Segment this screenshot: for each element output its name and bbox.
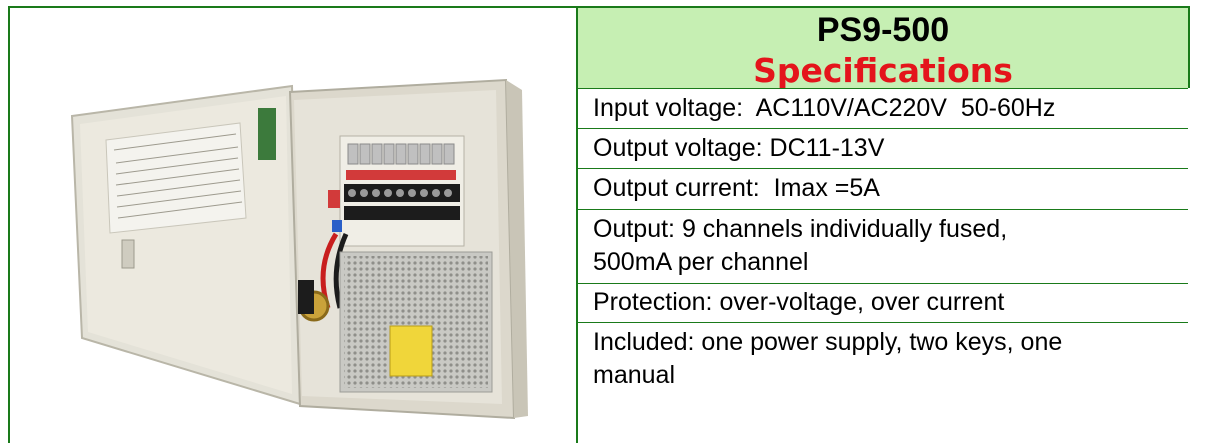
spec-value-line-2: 500mA per channel bbox=[593, 248, 809, 276]
table-border-right bbox=[1188, 6, 1190, 88]
specifications-heading: Specifications bbox=[753, 51, 1013, 90]
spec-label: Output: bbox=[593, 215, 675, 243]
spec-line-1: Output: 9 channels individually fused, bbox=[593, 213, 1188, 246]
spec-label: Input voltage: bbox=[593, 94, 744, 122]
spec-row-output-voltage: Output voltage: DC11-13V bbox=[578, 128, 1188, 168]
specifications-panel: PS9-500 Specifications Input voltage: AC… bbox=[578, 8, 1188, 402]
spec-row-protection: Protection: over-voltage, over current bbox=[578, 283, 1188, 322]
spec-value: AC110V/AC220V 50-60Hz bbox=[743, 94, 1056, 122]
spec-row-included: Included: one power supply, two keys, on… bbox=[578, 322, 1188, 402]
table-border-middle bbox=[576, 6, 578, 443]
spec-value: Imax =5A bbox=[759, 174, 880, 202]
spec-row-input-voltage: Input voltage: AC110V/AC220V 50-60Hz bbox=[578, 88, 1188, 128]
product-photo bbox=[10, 8, 576, 443]
spec-label: Output current: bbox=[593, 174, 760, 202]
spec-value: DC11-13V bbox=[762, 134, 885, 162]
table-border-left bbox=[8, 6, 10, 443]
spec-label: Output voltage: bbox=[593, 134, 763, 162]
spec-value: 9 channels individually fused, bbox=[675, 215, 1008, 243]
spec-label: Included: bbox=[593, 328, 695, 356]
table-border-top bbox=[8, 6, 1190, 8]
spec-value: one power supply, two keys, one bbox=[694, 328, 1063, 356]
spec-label: Protection: bbox=[593, 288, 713, 316]
spec-value: over-voltage, over current bbox=[712, 288, 1005, 316]
model-title: PS9-500 bbox=[816, 11, 950, 49]
power-supply-box-image bbox=[70, 78, 528, 420]
spec-row-output-current: Output current: Imax =5A bbox=[578, 168, 1188, 209]
spec-row-output: Output: 9 channels individually fused, 5… bbox=[578, 209, 1188, 283]
header-band: PS9-500 Specifications bbox=[578, 8, 1188, 88]
spec-line-1: Included: one power supply, two keys, on… bbox=[593, 326, 1188, 359]
spec-value-line-2: manual bbox=[593, 361, 675, 389]
